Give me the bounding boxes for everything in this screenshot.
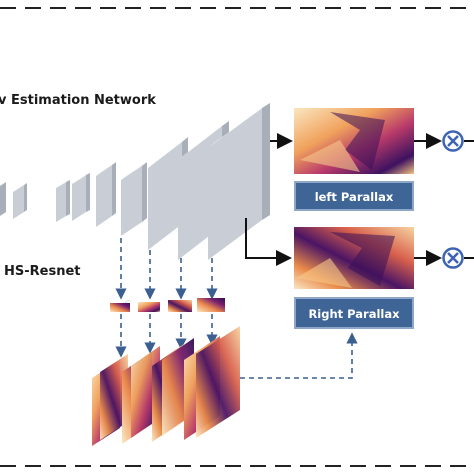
arrow-to-right-map [245, 218, 292, 266]
feedback-dashed-arrow [240, 332, 358, 379]
left-parallax-map [294, 108, 414, 174]
layer-slab [56, 180, 70, 222]
layer-slab [121, 162, 147, 236]
hs-resnet-connectors-lower [115, 314, 218, 358]
layer-slab [208, 103, 270, 260]
layer-slab [96, 162, 116, 227]
right-parallax-label: Right Parallax [308, 307, 400, 321]
network-layers [0, 103, 270, 260]
layer-slab [72, 173, 90, 221]
right-parallax-map [294, 227, 414, 289]
hs-resnet-connectors [115, 238, 218, 300]
layer-slab [0, 182, 6, 216]
network-title: v Estimation Network [0, 93, 156, 108]
right-parallax-box: Right Parallax [294, 297, 414, 329]
multiply-icon [442, 247, 464, 269]
hs-resnet-small-maps [110, 298, 225, 312]
left-parallax-box: left Parallax [294, 181, 414, 211]
layer-slab [13, 183, 27, 219]
left-parallax-label: left Parallax [315, 190, 394, 204]
hs-resnet-large-maps [92, 326, 240, 446]
multiply-icon [442, 130, 464, 152]
branch-title: HS-Resnet [4, 264, 81, 279]
